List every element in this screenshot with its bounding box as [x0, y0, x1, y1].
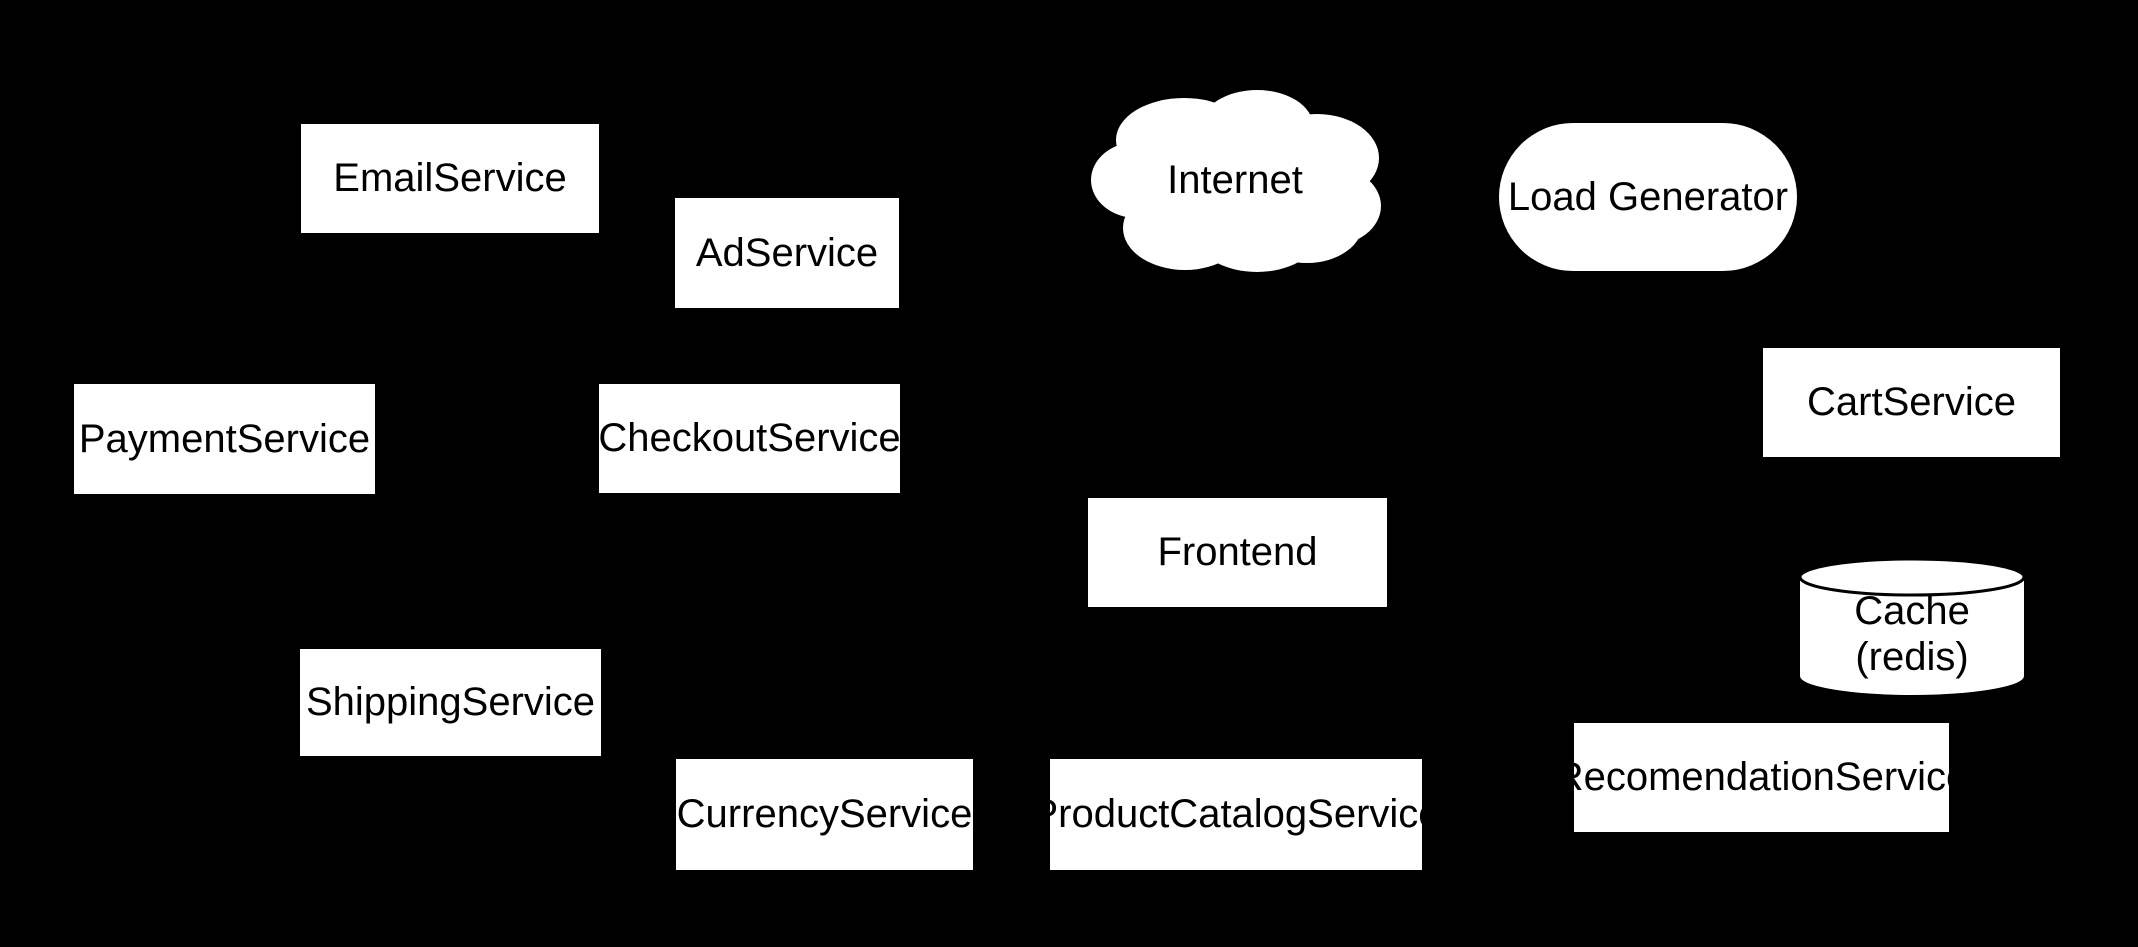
node-label-wrap: Cache (redis) [1799, 558, 2025, 695]
node-cart-service[interactable]: CartService [1763, 348, 2060, 457]
node-label-line-1: Cache [1854, 588, 1970, 633]
node-label-wrap: Internet [1089, 88, 1381, 272]
node-label: CurrencyService [676, 792, 973, 837]
node-payment-service[interactable]: PaymentService [74, 384, 375, 494]
node-checkout-service[interactable]: CheckoutService [598, 384, 901, 493]
node-label: PaymentService [78, 416, 371, 461]
node-product-catalog-service[interactable]: ProductCatalogService [1031, 759, 1441, 870]
node-label: RecomendationService [1554, 755, 1969, 800]
node-label-line-2: (redis) [1855, 634, 1969, 679]
node-label: CheckoutService [598, 416, 901, 461]
node-label: Load Generator [1507, 174, 1789, 219]
node-label: CartService [1807, 380, 2016, 425]
node-label: ShippingService [305, 680, 596, 725]
node-internet[interactable]: Internet [1089, 88, 1381, 272]
node-recomendation-service[interactable]: RecomendationService [1555, 723, 1968, 832]
node-cache-redis[interactable]: Cache (redis) [1799, 558, 2025, 695]
node-label: AdService [695, 230, 879, 275]
node-ad-service[interactable]: AdService [675, 198, 899, 308]
cloud-icon [1091, 90, 1381, 272]
node-label: Internet [1167, 157, 1303, 202]
node-label: ProductCatalogService [1031, 792, 1441, 837]
node-label: EmailService [333, 156, 567, 201]
node-load-generator[interactable]: Load Generator [1499, 123, 1797, 271]
node-shipping-service[interactable]: ShippingService [300, 649, 601, 756]
node-currency-service[interactable]: CurrencyService [676, 759, 973, 870]
node-email-service[interactable]: EmailService [301, 124, 599, 233]
node-label: Frontend [1157, 530, 1318, 575]
database-cylinder-icon [1799, 558, 2025, 695]
node-frontend[interactable]: Frontend [1088, 498, 1387, 607]
